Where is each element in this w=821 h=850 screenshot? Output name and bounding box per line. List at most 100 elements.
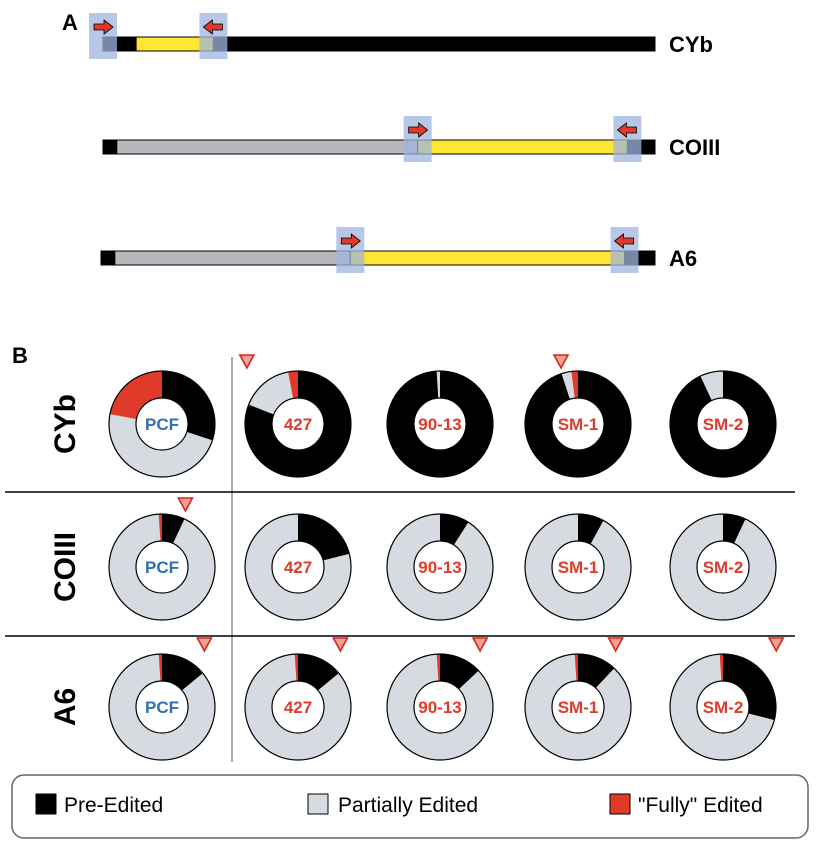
donut-cyb-90-13-pre-slice: [386, 371, 493, 478]
gene-coiii-primer-reverse-arrow-icon: [616, 122, 637, 138]
legend-swatch-pre-edited: [35, 793, 57, 815]
donut-coiii-90-13-partial-slice: [387, 514, 494, 620]
donut-cyb-427-full-slice: [288, 371, 298, 399]
donut-cyb-pcf-pre-slice: [162, 371, 215, 441]
donut-cyb-pcf-full-slice: [109, 371, 162, 420]
donut-a6-sm-2-full-slice: [719, 654, 723, 682]
donut-coiii-pcf-full-slice: [158, 514, 162, 542]
gene-coiii-primer-site-1: [613, 116, 642, 162]
donut-a6-sm-1-partial-slice: [524, 654, 631, 760]
donut-cyb-sm-2-outer-ring: [669, 370, 777, 478]
donut-cyb-90-13-partial-slice: [436, 371, 440, 399]
donut-cyb-90-13-label: 90-13: [418, 415, 461, 434]
gene-cyb-primer-site-1: [199, 13, 228, 59]
gene-coiii-segment-1-partial: [116, 139, 419, 155]
donut-coiii-pcf-partial-slice: [108, 514, 215, 620]
donut-cyb-sm-1-fully-edited-marker-icon: [552, 354, 570, 370]
gene-coiii-segment-0-pre: [102, 139, 118, 155]
donut-coiii-sm-2-pre-slice: [723, 514, 746, 544]
donut-cyb-sm-1-partial-slice: [561, 371, 575, 400]
donut-coiii-90-13-pre-slice: [440, 514, 469, 546]
donut-coiii-427-outer-ring: [244, 513, 352, 621]
donut-a6-pcf-hole: [135, 680, 189, 734]
gene-cyb-primer-forward-arrow-icon: [93, 19, 114, 35]
donut-coiii-sm-2-label: SM-2: [703, 558, 744, 577]
donut-cyb-427-pre-slice: [245, 371, 351, 477]
donut-cyb-sm-1-pre-slice: [525, 371, 632, 477]
donut-a6-sm-1-hole: [551, 680, 605, 734]
donut-a6-90-13-partial-slice: [387, 654, 493, 760]
gene-coiii-primer-site-0: [403, 116, 432, 162]
donut-a6-427-label: 427: [284, 698, 312, 717]
donut-coiii-427-pre-slice: [298, 514, 350, 561]
gene-a6-segment-0-pre: [100, 250, 116, 266]
donut-a6-sm-1-pre-slice: [578, 654, 615, 689]
gene-cyb-primer-reverse-arrow-icon: [202, 19, 223, 35]
donut-coiii-pcf-label: PCF: [145, 558, 179, 577]
legend-swatch-partially-edited: [307, 793, 329, 815]
donut-coiii-sm-2-partial-slice: [669, 514, 776, 620]
donut-a6-sm-1-outer-ring: [524, 653, 632, 761]
donut-grid-lines: [5, 357, 795, 762]
donut-cyb-sm-2-label: SM-2: [703, 415, 744, 434]
donut-a6-pcf-partial-slice: [108, 654, 215, 760]
legend-label-pre-edited: Pre-Edited: [64, 794, 163, 817]
donut-a6-427-outer-ring: [244, 653, 352, 761]
donut-a6-427-fully-edited-marker-icon: [332, 637, 349, 653]
donut-coiii-sm-1-outer-ring: [524, 513, 632, 621]
donut-a6-sm-2-label: SM-2: [703, 698, 744, 717]
donut-a6-sm-1-label: SM-1: [558, 698, 599, 717]
donut-a6-sm-2-pre-slice: [723, 654, 776, 721]
panel-b-label: B: [12, 343, 28, 368]
donut-coiii-sm-2-hole: [696, 540, 750, 594]
donut-a6-427-partial-slice: [244, 654, 351, 760]
gene-label-cyb: CYb: [669, 32, 713, 57]
donut-a6-427-full-slice: [294, 654, 298, 682]
donut-coiii-sm-1-hole: [551, 540, 605, 594]
donut-coiii-pcf-hole: [135, 540, 189, 594]
donut-coiii-90-13-label: 90-13: [418, 558, 461, 577]
donut-cyb-427-hole: [271, 397, 325, 451]
donut-cyb-427-label: 427: [284, 415, 312, 434]
donut-a6-pcf-full-slice: [158, 654, 162, 682]
gene-a6-primer-site-0: [336, 227, 365, 273]
donut-cyb-sm-1-hole: [551, 397, 605, 451]
donut-a6-427-hole: [271, 680, 325, 734]
donut-coiii-427-partial-slice: [245, 514, 351, 620]
donut-cyb-sm-1-full-slice: [571, 371, 578, 399]
donut-coiii-427-label: 427: [284, 558, 312, 577]
donut-cyb-pcf-partial-slice: [108, 414, 213, 478]
gene-a6-segment-1-partial: [114, 250, 351, 266]
donut-a6-90-13-fully-edited-marker-icon: [471, 637, 489, 653]
gene-a6-primer-forward-arrow-icon: [340, 233, 361, 249]
donut-cyb-sm-1-label: SM-1: [558, 415, 599, 434]
donut-a6-90-13-full-slice: [436, 654, 440, 682]
donut-cyb-pcf-label: PCF: [145, 415, 179, 434]
donut-cyb-pcf-hole: [135, 397, 189, 451]
donut-a6-pcf-outer-ring: [108, 653, 216, 761]
row-label-cyb: CYb: [49, 394, 82, 454]
donut-a6-sm-2-partial-slice: [670, 654, 775, 760]
row-label-a6: A6: [49, 688, 82, 726]
gene-coiii-segment-2-edited: [417, 139, 628, 155]
gene-label-coiii: COIII: [669, 135, 720, 160]
panel-a-label: A: [62, 10, 78, 35]
donut-coiii-sm-2-outer-ring: [669, 513, 777, 621]
gene-cyb-segment-2-pre: [212, 36, 656, 52]
donut-coiii-90-13-outer-ring: [386, 513, 494, 621]
donut-a6-sm-1-full-slice: [574, 654, 578, 682]
legend: Pre-Edited Partially Edited "Fully" Edit…: [11, 774, 809, 839]
donut-cyb-sm-2-pre-slice: [670, 371, 777, 478]
donut-coiii-sm-1-pre-slice: [578, 514, 604, 545]
gene-a6-segment-2-edited: [349, 250, 626, 266]
donut-cyb-sm-2-hole: [696, 397, 750, 451]
donut-coiii-90-13-hole: [413, 540, 467, 594]
donut-a6-90-13-outer-ring: [386, 653, 494, 761]
donut-a6-pcf-label: PCF: [145, 698, 179, 717]
gene-a6-primer-reverse-arrow-icon: [613, 233, 634, 249]
donut-coiii-sm-1-label: SM-1: [558, 558, 599, 577]
legend-box: [11, 774, 809, 839]
